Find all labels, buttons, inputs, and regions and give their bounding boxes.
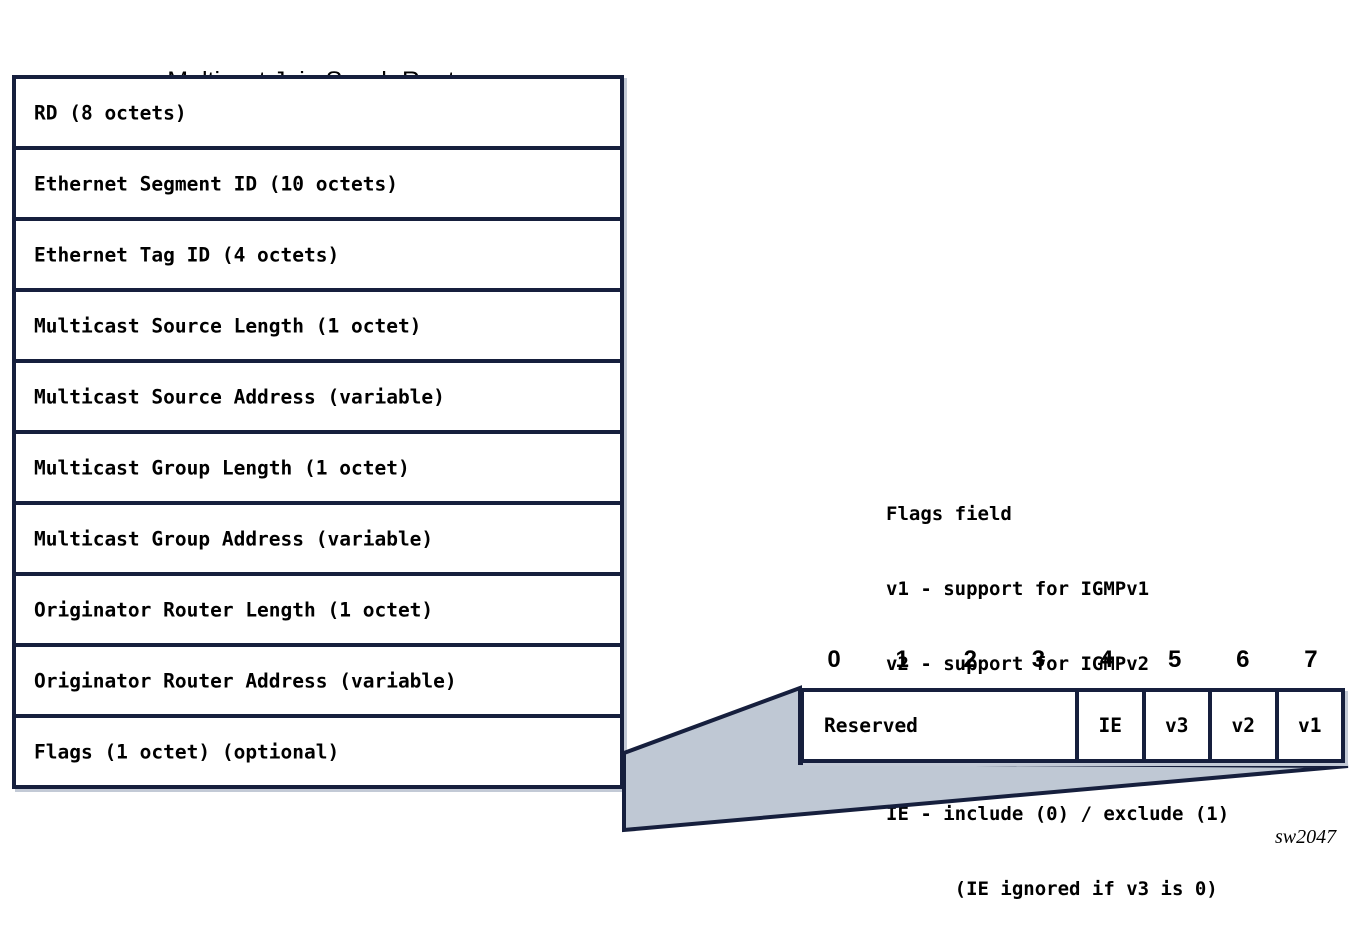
route-field-row: Multicast Source Address (variable) xyxy=(12,359,624,434)
flags-cell-v3: v3 xyxy=(1141,692,1208,759)
flags-cell-label: IE xyxy=(1098,714,1122,737)
route-field-row-flags: Flags (1 octet) (optional) xyxy=(12,714,624,789)
flags-cell-v2: v2 xyxy=(1208,692,1275,759)
route-field-row: Originator Router Length (1 octet) xyxy=(12,572,624,647)
flags-cell-v1: v1 xyxy=(1274,692,1341,759)
flags-cell-reserved: Reserved xyxy=(804,692,1075,759)
bit-index: 7 xyxy=(1304,646,1318,673)
route-field-row: Originator Router Address (variable) xyxy=(12,643,624,718)
route-field-label: Flags (1 octet) (optional) xyxy=(34,740,340,763)
route-field-label: RD (8 octets) xyxy=(34,101,187,124)
bit-index: 0 xyxy=(827,646,841,673)
flags-byte-box: Reserved IE v3 v2 v1 xyxy=(800,688,1345,763)
flags-cell-ie: IE xyxy=(1075,692,1142,759)
flags-cell-label: v3 xyxy=(1165,714,1189,737)
route-field-label: Multicast Group Length (1 octet) xyxy=(34,456,410,479)
flags-cell-label: v1 xyxy=(1298,714,1322,737)
route-field-label: Originator Router Address (variable) xyxy=(34,669,457,692)
route-field-row: Multicast Group Length (1 octet) xyxy=(12,430,624,505)
route-field-stack: RD (8 octets) Ethernet Segment ID (10 oc… xyxy=(12,75,624,789)
route-field-row: Ethernet Segment ID (10 octets) xyxy=(12,146,624,221)
bit-index: 6 xyxy=(1236,646,1250,673)
flags-cell-label: Reserved xyxy=(824,714,918,737)
flags-legend-heading: Flags field xyxy=(886,503,1012,525)
flags-legend-line: v2 - support for IGMPv2 xyxy=(886,653,1150,675)
bit-index: 2 xyxy=(963,646,977,673)
bit-index: 4 xyxy=(1099,646,1114,673)
route-field-label: Ethernet Segment ID (10 octets) xyxy=(34,172,398,195)
flags-legend-line: IE - include (0) / exclude (1) xyxy=(886,803,1230,825)
route-field-label: Ethernet Tag ID (4 octets) xyxy=(34,243,340,266)
route-field-label: Multicast Source Length (1 octet) xyxy=(34,314,422,337)
route-field-row: Multicast Group Address (variable) xyxy=(12,501,624,576)
bit-index: 5 xyxy=(1168,646,1182,673)
flags-legend-line: v1 - support for IGMPv1 xyxy=(886,578,1150,600)
bit-index: 3 xyxy=(1031,646,1046,673)
flags-cell-label: v2 xyxy=(1231,714,1255,737)
route-field-label: Multicast Group Address (variable) xyxy=(34,527,434,550)
flags-legend-line: (IE ignored if v3 is 0) xyxy=(886,878,1218,900)
route-field-row: Multicast Source Length (1 octet) xyxy=(12,288,624,363)
figure-id-label: sw2047 xyxy=(1275,826,1337,848)
route-field-row: Ethernet Tag ID (4 octets) xyxy=(12,217,624,292)
route-field-label: Originator Router Length (1 octet) xyxy=(34,598,434,621)
bit-index: 1 xyxy=(895,646,909,673)
route-field-row: RD (8 octets) xyxy=(12,75,624,150)
bit-index-ruler: 0 1 2 3 4 5 6 7 xyxy=(800,645,1345,675)
route-field-label: Multicast Source Address (variable) xyxy=(34,385,445,408)
